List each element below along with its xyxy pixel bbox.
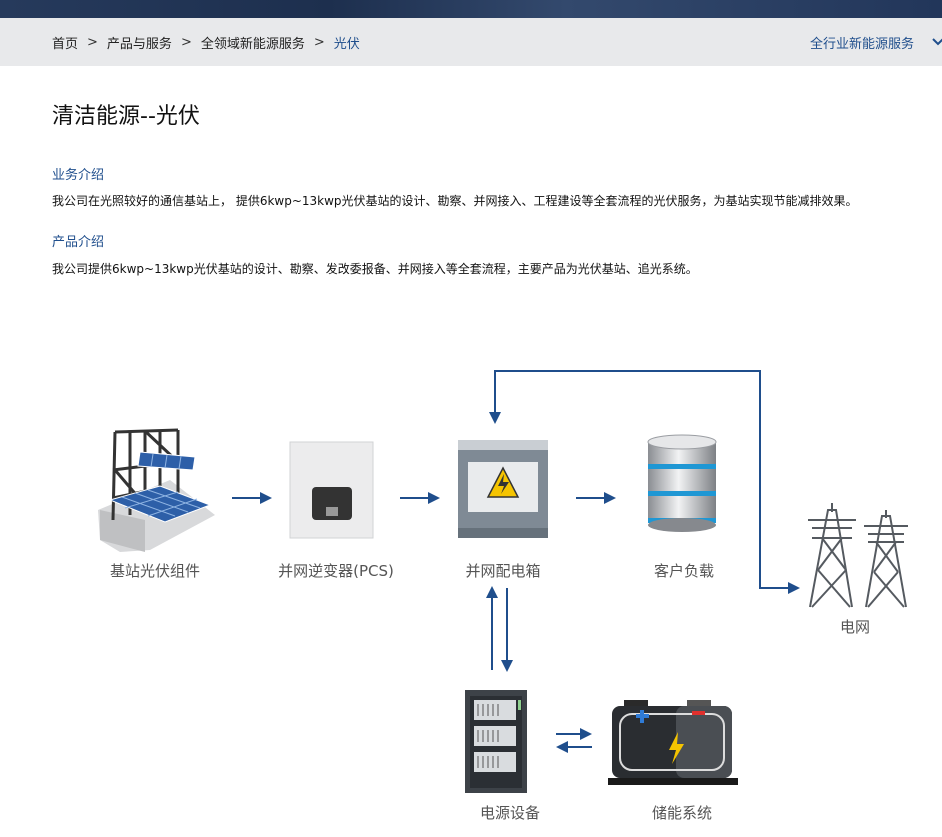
power-tower-icon (808, 503, 856, 608)
flow-arrow-icon (576, 492, 616, 504)
flow-arrow-icon (232, 492, 272, 504)
power-cabinet-icon (465, 690, 527, 793)
breadcrumb-home[interactable]: 首页 (52, 36, 79, 52)
breadcrumb-separator: > (180, 34, 192, 50)
flow-arrow-icon (400, 492, 440, 504)
chevron-down-icon (932, 38, 942, 46)
grid-label: 电网 (840, 618, 870, 636)
business-intro-heading: 业务介绍 (52, 168, 105, 183)
customer-load-label: 客户负载 (654, 562, 714, 580)
power-tower-icon (864, 510, 908, 608)
page-title: 清洁能源--光伏 (52, 104, 200, 129)
product-intro-heading: 产品介绍 (52, 235, 105, 250)
breadcrumb-new-energy-services[interactable]: 全领域新能源服务 (200, 36, 305, 52)
pv-module-label: 基站光伏组件 (110, 562, 200, 580)
business-intro-text: 我公司在光照较好的通信基站上， 提供6kwp~13kwp光伏基站的设计、勘察、并… (52, 194, 858, 208)
breadcrumb-current-photovoltaic: 光伏 (333, 36, 360, 52)
breadcrumb: 首页 > 产品与服务 > 全领域新能源服务 > 光伏 (52, 18, 360, 66)
inverter-label: 并网逆变器(PCS) (278, 562, 394, 580)
solar-panel-icon (98, 428, 215, 552)
database-server-icon (647, 434, 717, 532)
header-banner-image (0, 0, 942, 18)
distribution-box-label: 并网配电箱 (465, 562, 540, 580)
storage-system-label: 储能系统 (652, 804, 712, 822)
bidirectional-arrow-icon (486, 586, 513, 672)
industry-services-dropdown[interactable]: 全行业新能源服务 (810, 18, 942, 66)
bidirectional-arrow-icon (556, 728, 592, 753)
feedback-arrow-icon (489, 370, 800, 594)
breadcrumb-bar: 首页 > 产品与服务 > 全领域新能源服务 > 光伏 全行业新能源服务 (0, 18, 942, 66)
product-intro-text: 我公司提供6kwp~13kwp光伏基站的设计、勘察、发改委报备、并网接入等全套流… (52, 262, 698, 276)
breadcrumb-separator: > (313, 34, 325, 50)
battery-icon (608, 700, 738, 785)
breadcrumb-products-services[interactable]: 产品与服务 (106, 36, 172, 52)
breadcrumb-separator: > (87, 34, 98, 50)
industry-services-label: 全行业新能源服务 (809, 36, 914, 52)
inverter-icon (289, 441, 374, 539)
power-equipment-label: 电源设备 (480, 804, 540, 822)
distribution-box-icon (458, 440, 548, 538)
